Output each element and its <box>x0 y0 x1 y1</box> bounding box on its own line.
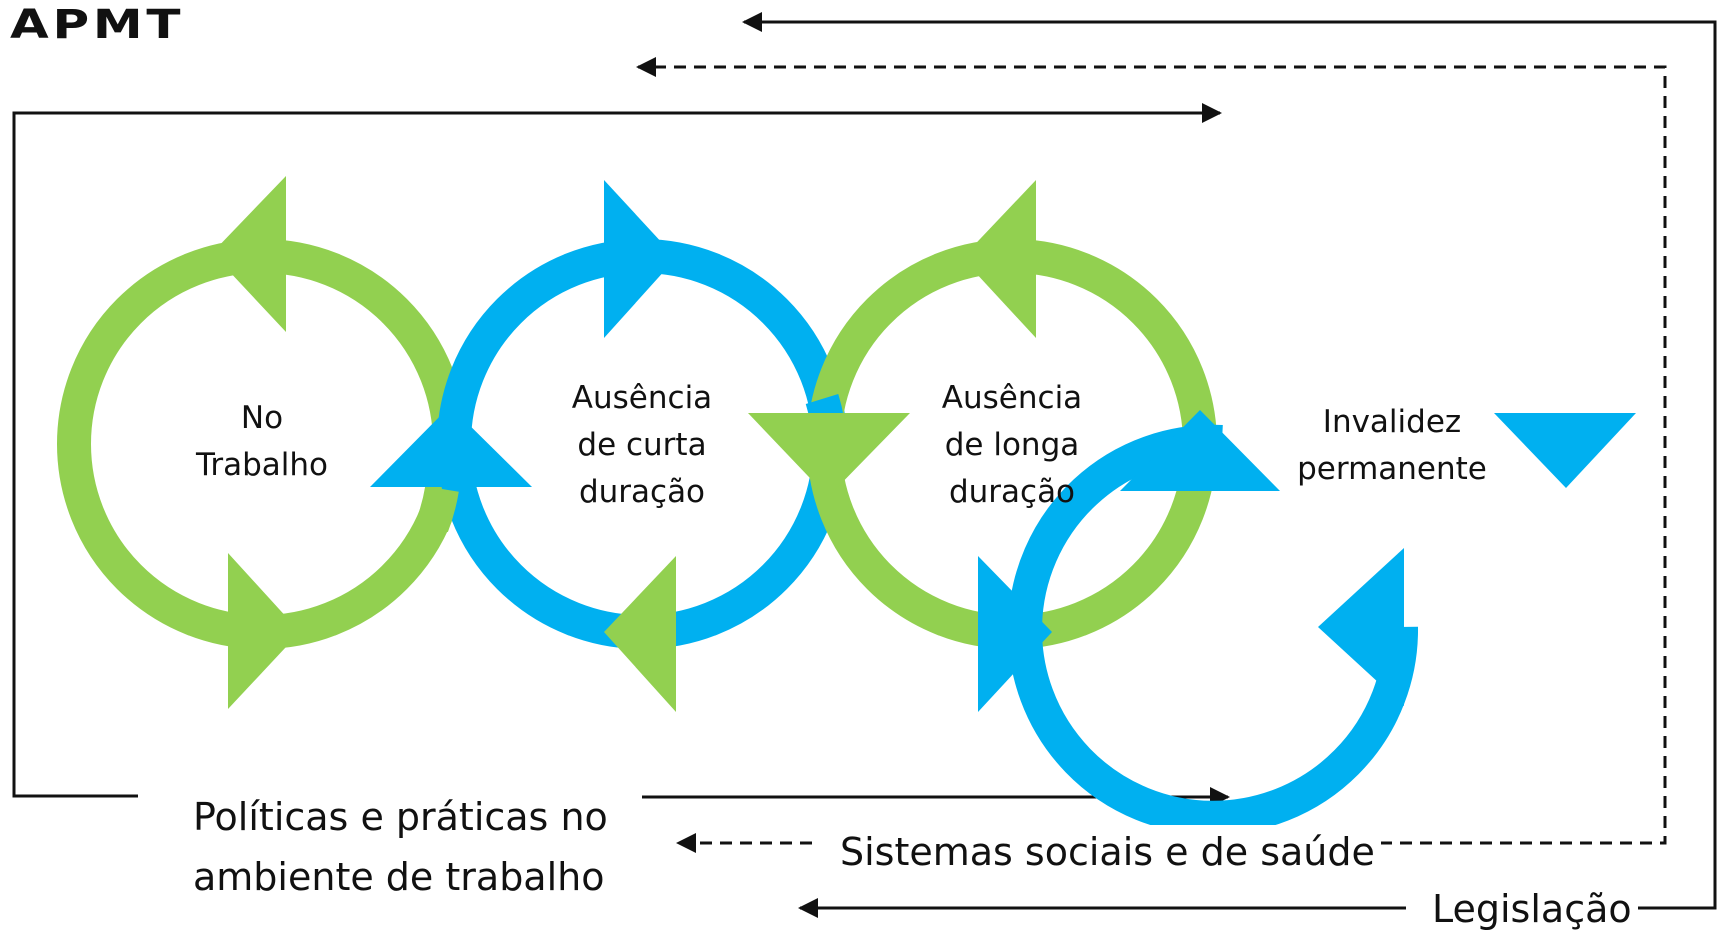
policies-label: Políticas e práticas no ambiente de trab… <box>193 795 608 899</box>
arrowhead-icon <box>228 553 300 709</box>
arrowhead-icon <box>1494 413 1636 488</box>
social-frame-line <box>636 57 1667 845</box>
arrowhead-icon <box>604 556 676 712</box>
legislation-frame-line <box>742 12 1717 910</box>
ring-invalidez <box>1008 424 1419 835</box>
stage-label-no-trabalho: No Trabalho <box>195 400 329 483</box>
stage-label-curta-duracao: Ausência de curta duração <box>571 380 713 510</box>
stage-label-invalidez: Invalidez permanente <box>1297 404 1487 487</box>
legislation-label: Legislação <box>1426 882 1638 936</box>
overlap-green-over-blue-left <box>415 485 459 533</box>
arrowhead-icon <box>962 180 1036 338</box>
cycle-rings <box>57 239 1419 835</box>
arrowhead-icon <box>978 556 1052 712</box>
social-systems-label: Sistemas sociais e de saúde <box>834 825 1381 879</box>
stage-label-longa-duracao: Ausência de longa duração <box>941 380 1083 510</box>
policies-frame-line <box>12 103 1222 798</box>
arrowhead-icon <box>212 176 286 332</box>
ring-arrowheads <box>212 176 1636 712</box>
arrowhead-icon <box>748 413 910 497</box>
frame-lines <box>12 12 1717 918</box>
arrowhead-icon <box>604 180 676 338</box>
arrowhead-icon <box>1120 410 1280 491</box>
arrowhead-icon <box>1318 548 1404 706</box>
arrowhead-icon <box>370 406 532 487</box>
apmt-logo: APMT <box>10 2 185 48</box>
